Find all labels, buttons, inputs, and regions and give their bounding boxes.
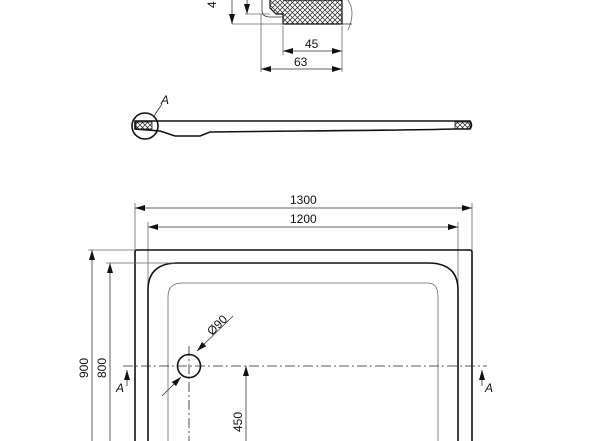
section-mark-left: A [115, 381, 124, 395]
dim-1200: 1200 [290, 212, 317, 226]
dim-63: 63 [294, 55, 308, 69]
drain-diameter-dim: Ø90 [204, 312, 230, 338]
dim-900: 900 [77, 358, 91, 378]
plan-view: 1300 1200 900 800 Ø90 450 A A [77, 193, 493, 441]
side-view: A [131, 93, 473, 140]
detail-label-a: A [160, 93, 169, 107]
detail-a-section: 4 45 63 [205, 0, 353, 72]
drain-circle [176, 353, 202, 379]
detail-height-dim: 4 [205, 1, 219, 8]
dim-800: 800 [95, 358, 109, 378]
section-mark-right: A [484, 381, 493, 395]
dim-1300: 1300 [290, 193, 317, 207]
dim-45: 45 [305, 37, 319, 51]
drain-offset-dim: 450 [231, 412, 245, 432]
detail-circle [131, 112, 159, 140]
